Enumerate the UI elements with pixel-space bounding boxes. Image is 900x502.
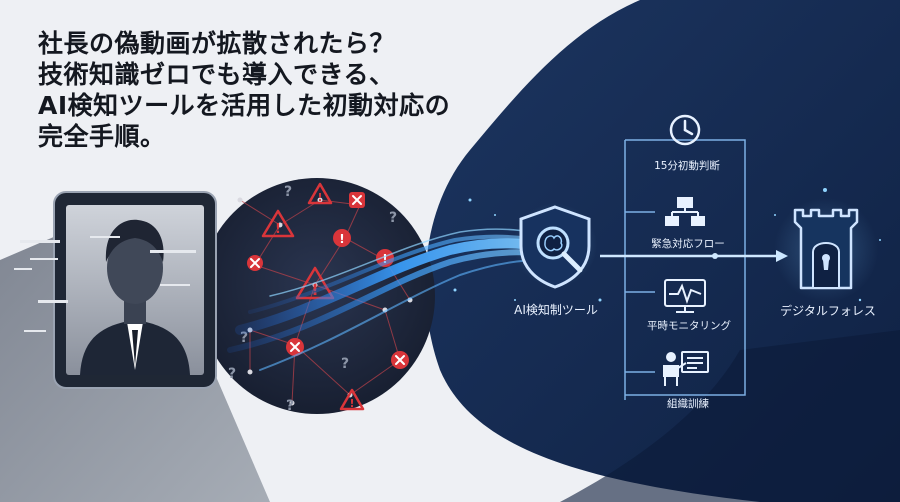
- question-marks: ? ? ? ? ? ?: [228, 184, 397, 414]
- svg-text:?: ?: [240, 330, 248, 346]
- flowchart-icon: [665, 197, 705, 226]
- clock-icon: [669, 114, 701, 146]
- headline-line-3: AI検知ツールを活用した初動対応の: [38, 91, 451, 120]
- navy-sweep: [560, 330, 900, 502]
- branch-label-3: 平時モニタリング: [647, 320, 731, 332]
- svg-text:!: !: [382, 252, 387, 266]
- svg-text:!: !: [275, 222, 281, 237]
- fortress-keyhole-icon: [774, 198, 878, 302]
- svg-text:!: !: [349, 397, 354, 410]
- branch-label-2: 緊急対応フロー: [651, 238, 725, 250]
- fortress-label: デジタルフォレス: [780, 304, 876, 318]
- shield-brain-icon: [513, 203, 597, 289]
- headline-line-2: 技術知識ゼロでも導入できる、: [38, 60, 395, 89]
- svg-text:?: ?: [341, 356, 349, 372]
- svg-text:!: !: [339, 232, 344, 246]
- glitch-lines: [14, 236, 196, 332]
- magnifier-icon: [561, 251, 583, 273]
- page-title: 社長の偽動画が拡散されたら？ 技術知識ゼロでも導入できる、 AI検知ツールを活用…: [38, 28, 450, 152]
- center-tool-label: AI検知制ツール: [514, 303, 598, 317]
- svg-text:?: ?: [389, 210, 397, 226]
- svg-text:!: !: [317, 191, 322, 204]
- svg-text:?: ?: [284, 184, 292, 200]
- headline-line-1: 社長の偽動画が拡散されたら？: [38, 29, 396, 58]
- svg-text:?: ?: [228, 366, 236, 382]
- presenter-board-icon: [663, 351, 709, 386]
- x-marks: [250, 192, 409, 369]
- warning-triangles: [261, 182, 365, 411]
- svg-text:?: ?: [286, 398, 294, 414]
- threat-network-icon: ! ! ! ! ! ! ? ?: [199, 178, 435, 414]
- branch-label-4: 組織訓練: [667, 398, 709, 410]
- tablet-with-person-icon: [14, 191, 217, 389]
- headline-line-4: 完全手順。: [38, 122, 166, 151]
- monitor-pulse-icon: [664, 279, 706, 313]
- branch-label-1: 15分初動判断: [654, 160, 720, 172]
